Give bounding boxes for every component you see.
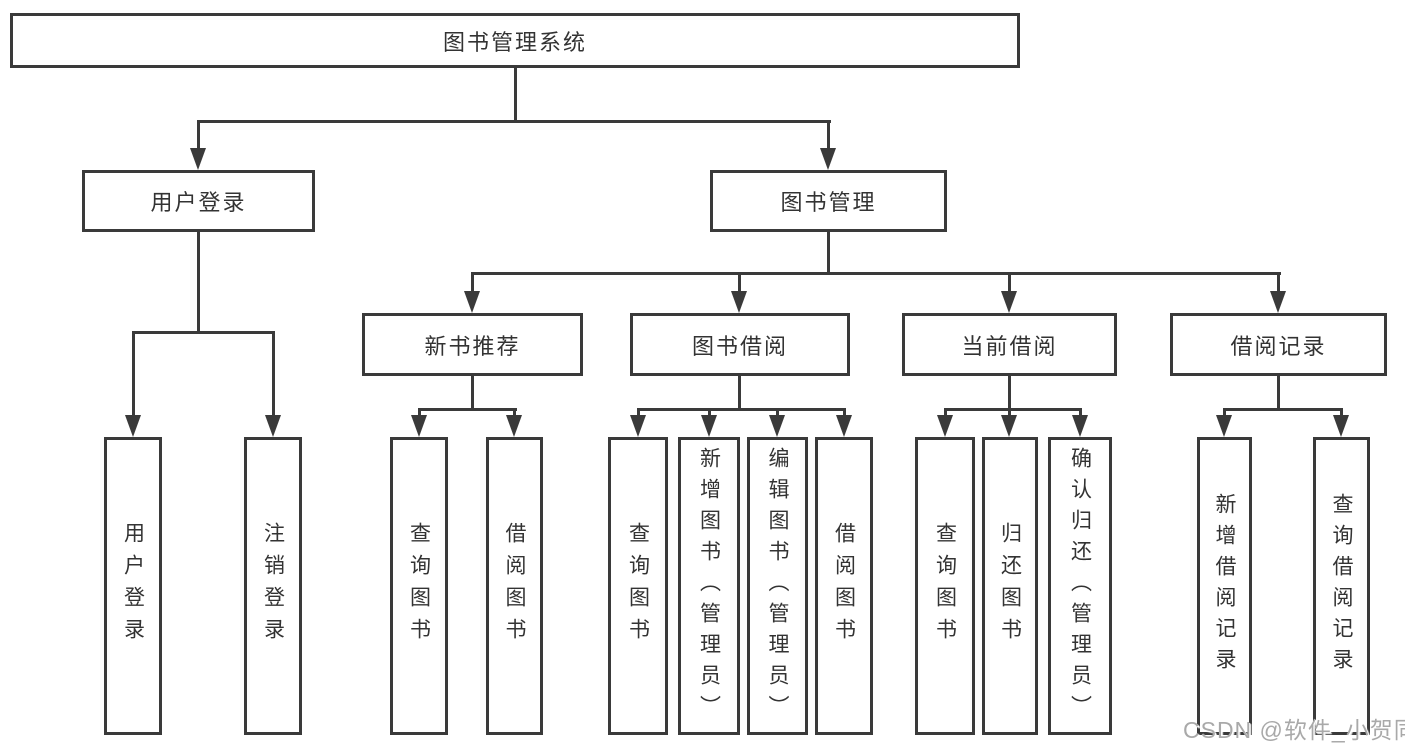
node-label: 查询图书 — [933, 522, 957, 650]
connector-line — [197, 232, 200, 333]
connector-line — [944, 408, 1082, 411]
node-new-book-recommend: 新书推荐 — [362, 313, 583, 376]
node-label: 注销登录 — [261, 522, 285, 650]
connector-line — [1277, 376, 1280, 410]
connector-line — [1008, 376, 1011, 410]
node-label: 借阅图书 — [832, 522, 856, 650]
node-label: 归还图书 — [998, 522, 1022, 650]
node-label: 用户登录 — [150, 190, 247, 215]
node-leaf-confirm-return-admin: 确认归还（管理员） — [1048, 437, 1112, 735]
node-label: 新增借阅记录 — [1213, 493, 1236, 679]
connector-line — [1008, 272, 1011, 293]
connector-line — [637, 408, 640, 418]
node-label: 新增图书（管理员） — [697, 446, 721, 726]
node-label: 查询借阅记录 — [1330, 493, 1353, 679]
connector-line — [738, 272, 741, 293]
connector-line — [418, 408, 421, 418]
connector-line — [418, 408, 517, 411]
connector-line — [132, 331, 135, 417]
arrow-down-icon — [820, 148, 836, 170]
node-user-login: 用户登录 — [82, 170, 315, 232]
node-leaf-user-login: 用户登录 — [104, 437, 162, 735]
connector-line — [471, 376, 474, 410]
arrow-down-icon — [125, 415, 141, 437]
arrow-down-icon — [1216, 415, 1232, 437]
arrow-down-icon — [506, 415, 522, 437]
arrow-down-icon — [1001, 291, 1017, 313]
connector-line — [197, 120, 831, 123]
connector-line — [513, 408, 516, 418]
node-library-system: 图书管理系统 — [10, 13, 1020, 68]
node-leaf-add-book-admin: 新增图书（管理员） — [678, 437, 740, 735]
connector-line — [514, 68, 517, 122]
node-label: 用户登录 — [121, 522, 145, 650]
node-label: 确认归还（管理员） — [1068, 446, 1092, 726]
arrow-down-icon — [464, 291, 480, 313]
connector-line — [1008, 408, 1011, 418]
node-label: 查询图书 — [407, 522, 431, 650]
arrow-down-icon — [190, 148, 206, 170]
node-label: 当前借阅 — [961, 333, 1058, 359]
node-book-borrowing: 图书借阅 — [630, 313, 850, 376]
arrow-down-icon — [1333, 415, 1349, 437]
connector-line — [708, 408, 711, 418]
csdn-watermark: CSDN @软件_小贺同学 — [1183, 717, 1405, 743]
connector-line — [1277, 272, 1280, 293]
connector-line — [776, 408, 779, 418]
connector-line — [272, 331, 275, 417]
node-label: 新书推荐 — [424, 333, 521, 359]
node-leaf-borrow-books: 借阅图书 — [815, 437, 873, 735]
node-leaf-query-books-current: 查询图书 — [915, 437, 975, 735]
connector-line — [1079, 408, 1082, 418]
arrow-down-icon — [769, 415, 785, 437]
node-label: 借阅图书 — [503, 522, 526, 650]
arrow-down-icon — [701, 415, 717, 437]
connector-line — [197, 120, 200, 150]
node-book-management: 图书管理 — [710, 170, 947, 232]
node-label: 借阅记录 — [1230, 333, 1327, 359]
connector-line — [738, 376, 741, 410]
connector-line — [843, 408, 846, 418]
arrow-down-icon — [731, 291, 747, 313]
node-leaf-return-book: 归还图书 — [982, 437, 1038, 735]
node-label: 图书借阅 — [691, 333, 788, 359]
arrow-down-icon — [411, 415, 427, 437]
node-leaf-edit-book-admin: 编辑图书（管理员） — [747, 437, 808, 735]
node-current-borrowing: 当前借阅 — [902, 313, 1117, 376]
connector-line — [637, 408, 846, 411]
node-leaf-logout: 注销登录 — [244, 437, 302, 735]
arrow-down-icon — [1072, 415, 1088, 437]
node-leaf-borrow-books-recommend: 借阅图书 — [486, 437, 543, 735]
connector-line — [827, 232, 830, 274]
node-borrow-records: 借阅记录 — [1170, 313, 1387, 376]
arrow-down-icon — [937, 415, 953, 437]
connector-line — [944, 408, 947, 418]
connector-line — [471, 272, 474, 293]
connector-line — [471, 272, 1281, 275]
node-leaf-add-borrow-record: 新增借阅记录 — [1197, 437, 1252, 735]
node-label: 图书管理 — [780, 190, 877, 215]
arrow-down-icon — [1270, 291, 1286, 313]
node-leaf-query-books-recommend: 查询图书 — [390, 437, 448, 735]
connector-line — [1223, 408, 1226, 418]
arrow-down-icon — [265, 415, 281, 437]
connector-line — [1223, 408, 1343, 411]
node-label: 查询图书 — [626, 522, 650, 650]
connector-line — [1340, 408, 1343, 418]
arrow-down-icon — [836, 415, 852, 437]
connector-line — [827, 120, 830, 150]
node-label: 编辑图书（管理员） — [766, 446, 789, 726]
arrow-down-icon — [630, 415, 646, 437]
node-leaf-query-books-borrowing: 查询图书 — [608, 437, 668, 735]
connector-line — [132, 331, 275, 334]
node-label: 图书管理系统 — [442, 29, 587, 55]
arrow-down-icon — [1001, 415, 1017, 437]
node-leaf-query-borrow-record: 查询借阅记录 — [1313, 437, 1370, 735]
